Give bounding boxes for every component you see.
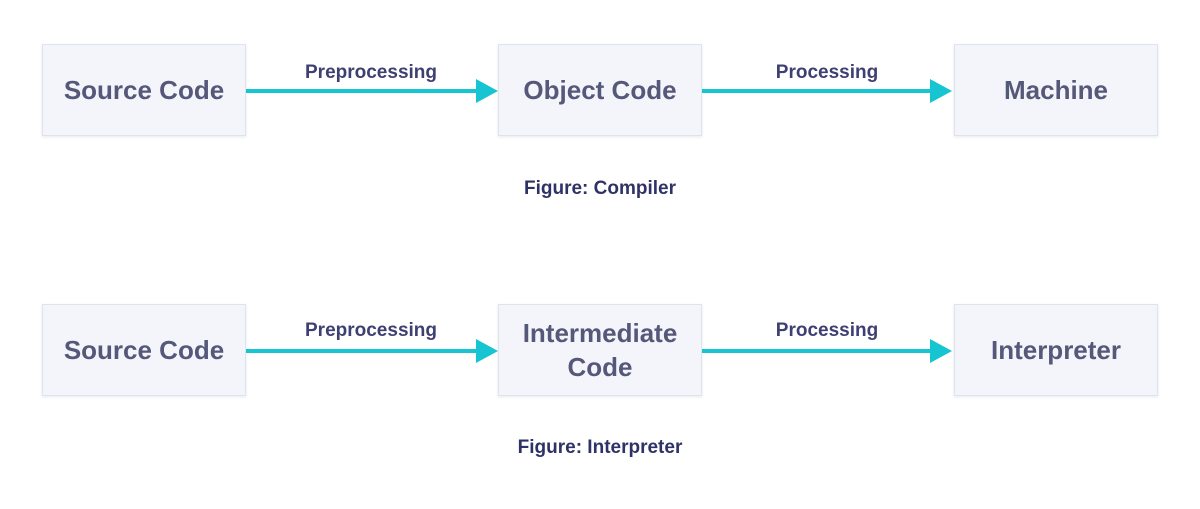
compiler-node-machine: Machine	[954, 44, 1158, 136]
interpreter-caption: Figure: Interpreter	[517, 437, 683, 458]
interpreter-arrow-preprocessing	[246, 336, 498, 366]
compiler-edge-label-preprocessing: Preprocessing	[305, 62, 437, 83]
node-label: Source Code	[63, 75, 225, 105]
node-label: Interpreter	[990, 335, 1122, 365]
node-label: Intermediate Code	[523, 316, 678, 384]
compiler-edge-label-processing: Processing	[775, 62, 879, 83]
arrow-shaft	[702, 89, 932, 93]
arrow-head-icon	[930, 79, 952, 103]
compiler-arrow-processing	[702, 76, 952, 106]
arrow-head-icon	[930, 339, 952, 363]
arrow-shaft	[246, 349, 478, 353]
node-label: Object Code	[523, 75, 677, 105]
node-label-line1: Intermediate	[522, 318, 678, 348]
compiler-arrow-preprocessing	[246, 76, 498, 106]
node-label-line2: Code	[567, 352, 633, 382]
interpreter-node-source-code: Source Code	[42, 304, 246, 396]
node-label: Source Code	[63, 335, 225, 365]
interpreter-node-interpreter: Interpreter	[954, 304, 1158, 396]
interpreter-edge-label-preprocessing: Preprocessing	[305, 320, 437, 341]
interpreter-arrow-processing	[702, 336, 952, 366]
interpreter-edge-label-processing: Processing	[775, 320, 879, 341]
compiler-node-object-code: Object Code	[498, 44, 702, 136]
compiler-node-source-code: Source Code	[42, 44, 246, 136]
compiler-caption: Figure: Compiler	[523, 178, 676, 199]
arrow-shaft	[702, 349, 932, 353]
arrow-shaft	[246, 89, 478, 93]
interpreter-node-intermediate-code: Intermediate Code	[498, 304, 702, 396]
node-label: Machine	[1003, 75, 1109, 105]
arrow-head-icon	[476, 79, 498, 103]
arrow-head-icon	[476, 339, 498, 363]
